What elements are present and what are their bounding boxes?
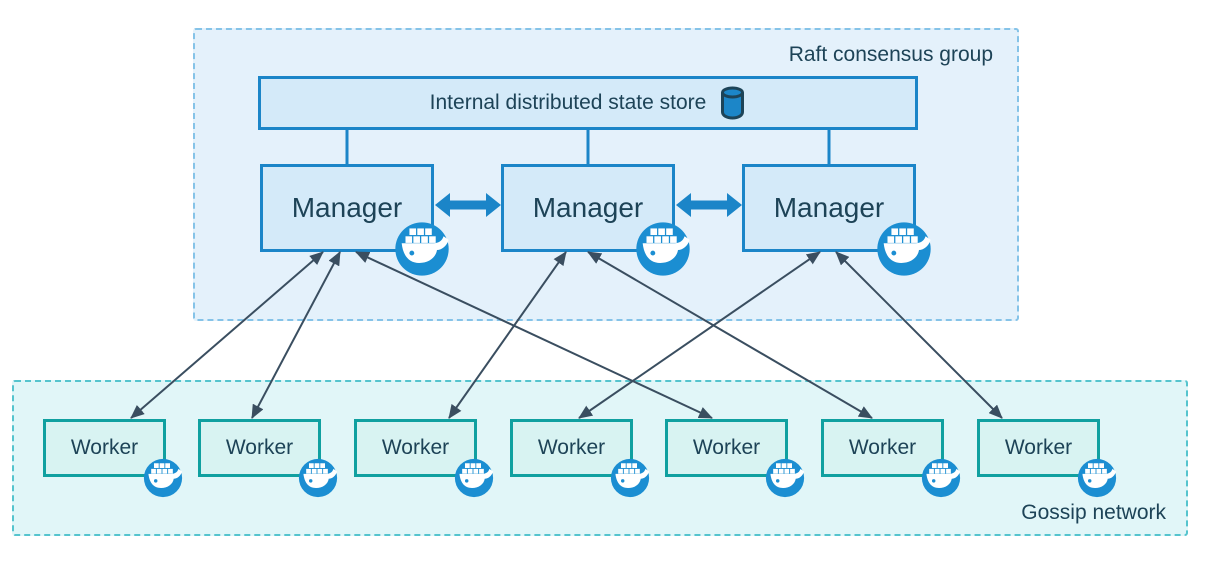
worker-node-5: Worker	[665, 419, 788, 477]
manager-2-label: Manager	[532, 192, 644, 223]
state-store-node: Internal distributed state store	[258, 76, 918, 130]
database-icon	[721, 86, 745, 120]
worker-5-label: Worker	[692, 436, 761, 459]
worker-node-2: Worker	[198, 419, 321, 477]
worker-2-label: Worker	[225, 436, 294, 459]
manager-node-1: Manager	[260, 164, 434, 252]
worker-3-label: Worker	[381, 436, 450, 459]
worker-node-4: Worker	[510, 419, 633, 477]
state-store-label: Internal distributed state store	[429, 91, 707, 114]
worker-node-1: Worker	[43, 419, 166, 477]
manager-node-2: Manager	[501, 164, 675, 252]
worker-1-label: Worker	[70, 436, 139, 459]
manager-1-label: Manager	[291, 192, 403, 223]
worker-node-3: Worker	[354, 419, 477, 477]
raft-group-label: Raft consensus group	[788, 43, 993, 66]
worker-6-label: Worker	[848, 436, 917, 459]
manager-node-3: Manager	[742, 164, 916, 252]
worker-node-6: Worker	[821, 419, 944, 477]
gossip-group-label: Gossip network	[1021, 501, 1166, 524]
manager-3-label: Manager	[773, 192, 885, 223]
worker-7-label: Worker	[1004, 436, 1073, 459]
worker-node-7: Worker	[977, 419, 1100, 477]
worker-4-label: Worker	[537, 436, 606, 459]
